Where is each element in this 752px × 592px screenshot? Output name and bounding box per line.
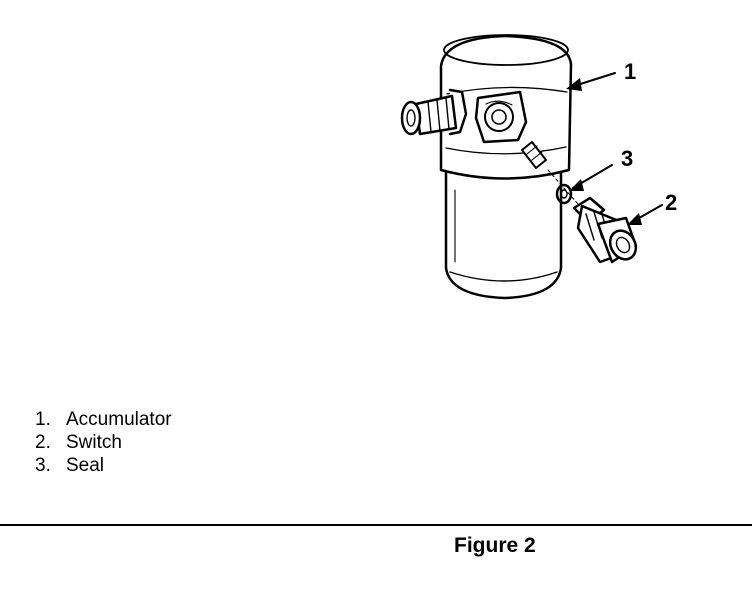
callout-number-2: 2 — [665, 190, 677, 215]
figure-caption: Figure 2 — [454, 534, 536, 557]
legend-item-number: 3. — [35, 455, 51, 476]
legend-item-label: Switch — [66, 432, 122, 453]
legend-item-label: Accumulator — [66, 409, 172, 430]
seal-ring — [555, 183, 573, 205]
callout-number-3: 3 — [621, 146, 633, 171]
legend-item-label: Seal — [66, 455, 105, 476]
accumulator-body — [400, 34, 579, 300]
legend-item: 2. Switch — [35, 431, 172, 454]
callout-leader-3 — [569, 164, 613, 191]
caption-divider — [0, 524, 752, 526]
parts-legend: 1. Accumulator 2. Switch 3. Seal — [35, 408, 172, 477]
pressure-switch — [572, 196, 638, 264]
legend-item-number: 2. — [35, 432, 51, 453]
callout-leader-1 — [566, 72, 616, 91]
legend-item: 1. Accumulator — [35, 408, 172, 431]
callout-number-1: 1 — [624, 59, 636, 84]
legend-item: 3. Seal — [35, 454, 172, 477]
callout-leader-2 — [627, 204, 663, 225]
legend-item-number: 1. — [35, 409, 51, 430]
